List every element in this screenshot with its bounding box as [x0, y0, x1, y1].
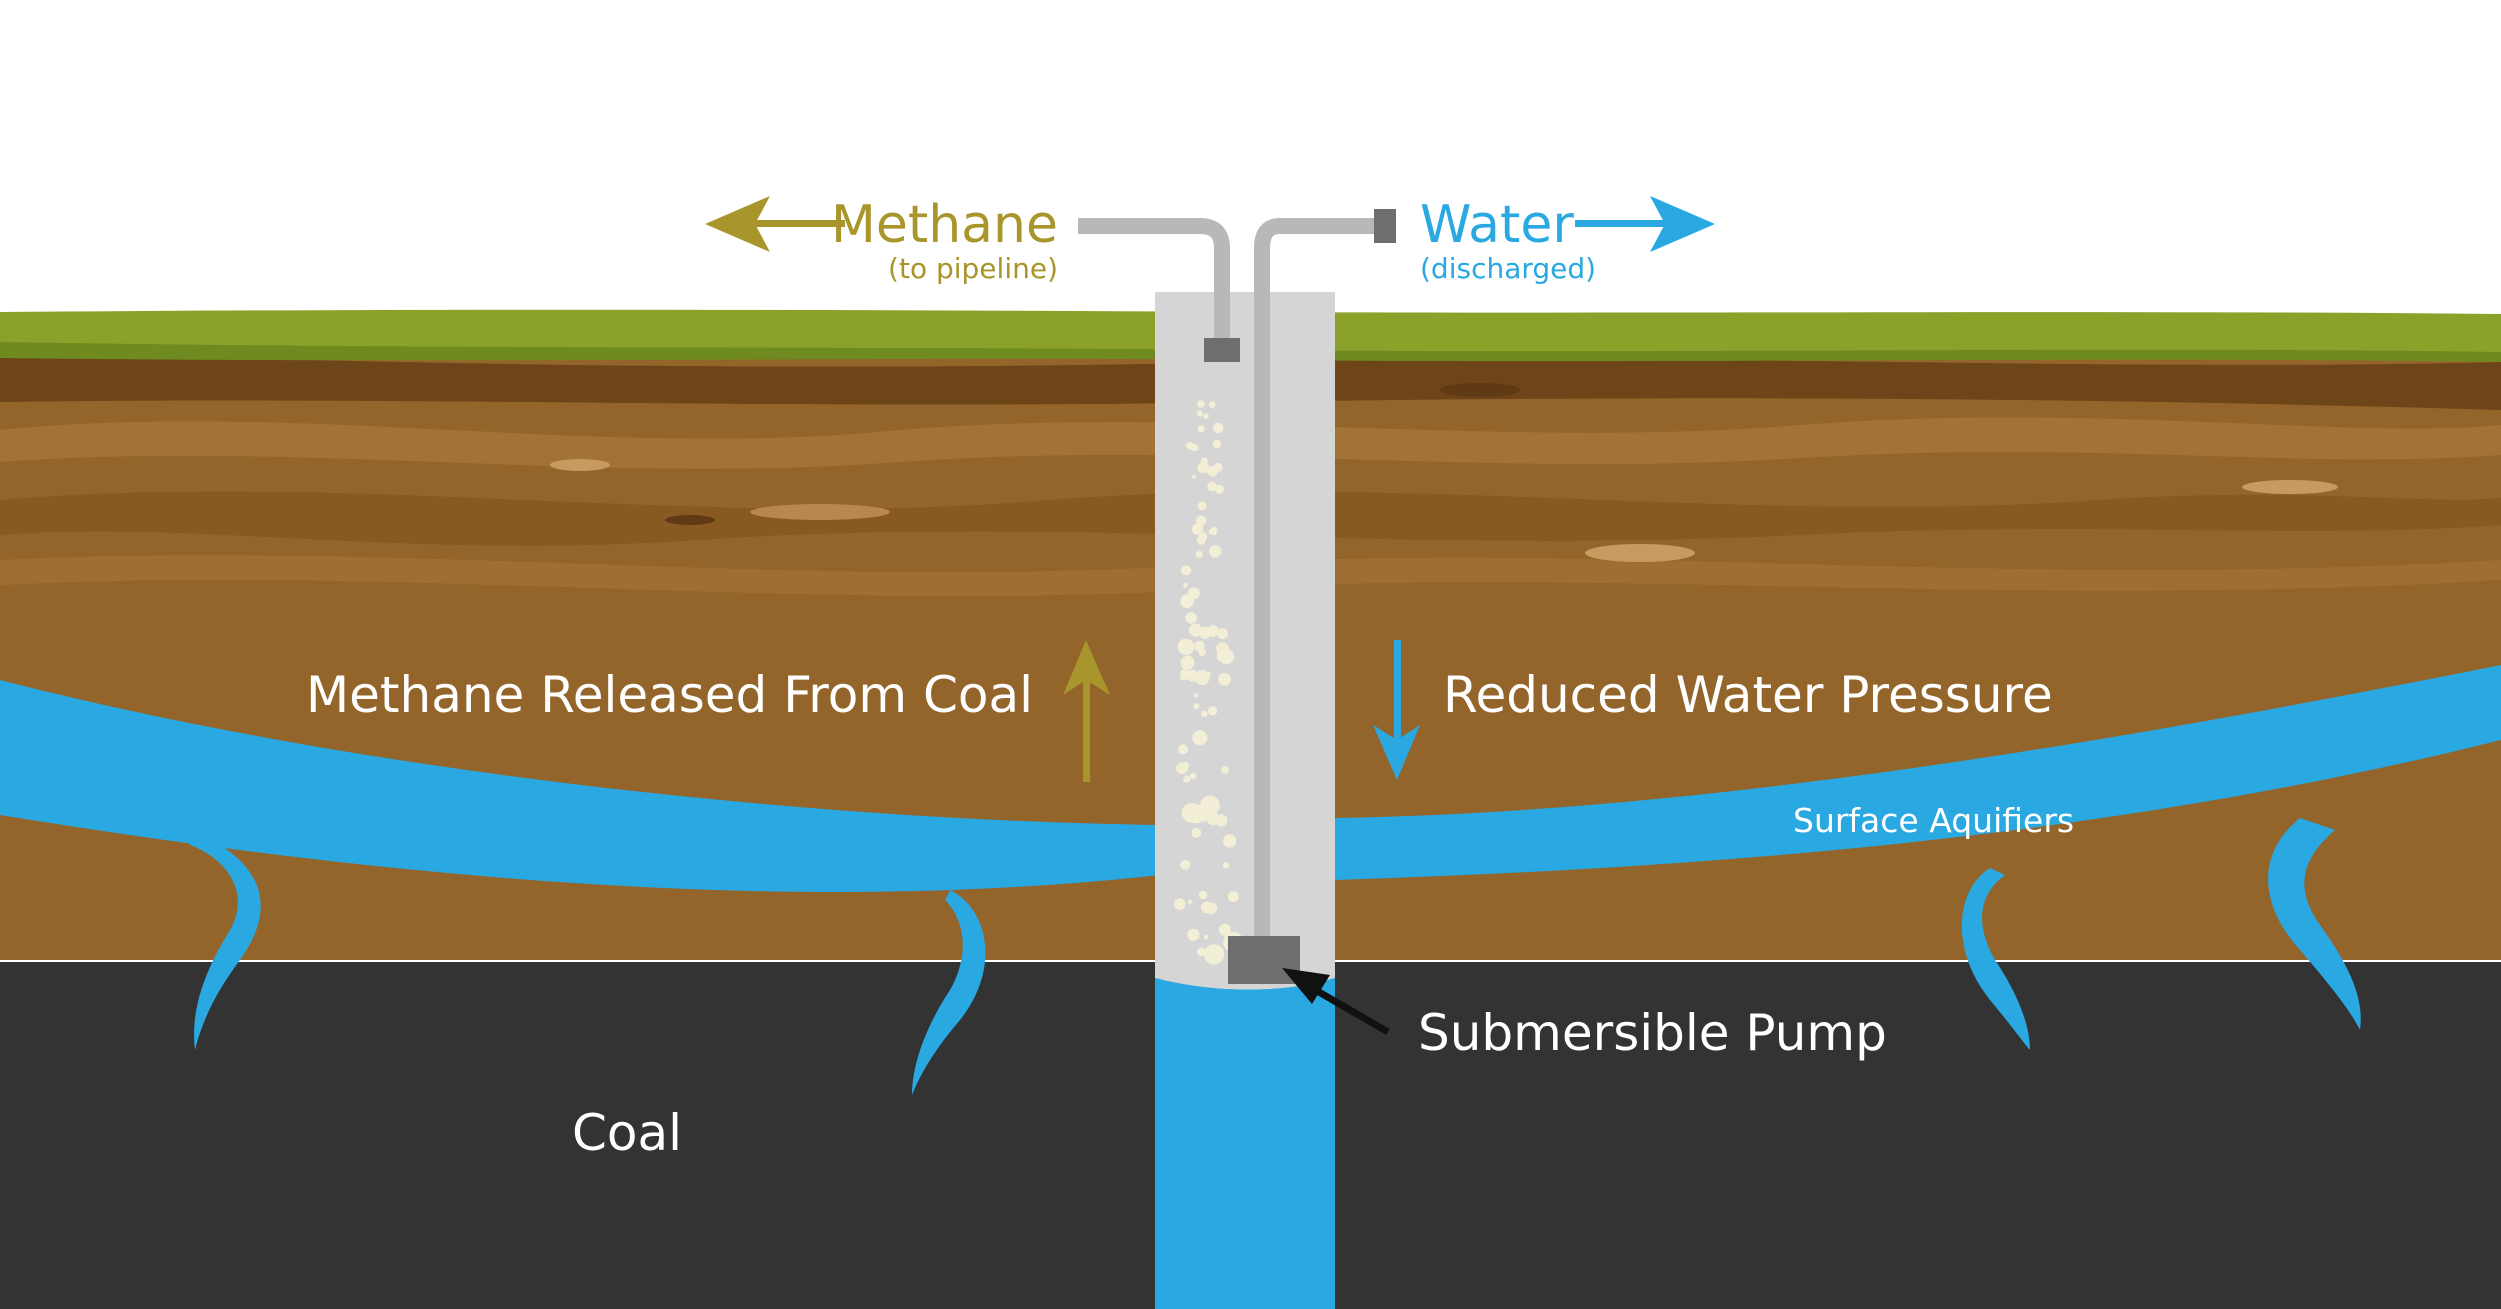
bubble — [1183, 775, 1191, 783]
aquifer-right — [1335, 665, 2501, 880]
bubble — [1200, 795, 1220, 816]
aquifer-drips — [190, 818, 2361, 1095]
bubble — [1189, 772, 1197, 780]
bubble — [1196, 410, 1203, 417]
bubble — [1197, 947, 1206, 957]
bubble — [1201, 710, 1208, 717]
bubble — [1192, 730, 1208, 746]
bubble — [1191, 474, 1196, 479]
bubble — [1196, 536, 1206, 545]
bubble — [1181, 761, 1190, 770]
bubble — [1217, 628, 1228, 639]
bubble — [1177, 638, 1194, 655]
bubble — [1218, 923, 1231, 936]
aquifer-left — [0, 680, 1160, 892]
bubble — [1187, 899, 1193, 905]
bubble — [1183, 582, 1188, 588]
borehole-water — [1155, 970, 1335, 1309]
submersible-pump — [1228, 936, 1300, 984]
bubble — [1205, 902, 1218, 914]
bubble — [1197, 400, 1205, 408]
bubble — [1214, 484, 1224, 494]
bubble — [1215, 814, 1228, 827]
bubble — [1222, 861, 1230, 869]
reduced-pressure-label: Reduced Water Pressure — [1443, 666, 2053, 724]
methane-bubbles — [1173, 400, 1244, 965]
bubble — [1203, 935, 1209, 940]
water-sublabel: (discharged) — [1420, 252, 1596, 285]
coal-label: Coal — [572, 1104, 682, 1162]
bubble — [1186, 669, 1199, 682]
bubble — [1227, 891, 1239, 903]
bubble — [1181, 565, 1192, 576]
arrow-left-icon — [705, 196, 845, 252]
surface-aquifers-label: Surface Aquifiers — [1793, 801, 2074, 840]
bubble — [1215, 441, 1222, 448]
bubble — [1223, 834, 1237, 848]
water-in-casing — [1155, 978, 1335, 1002]
bubble — [1173, 898, 1186, 910]
bubble — [1197, 501, 1207, 511]
bubble — [1216, 642, 1229, 655]
bubble — [1197, 425, 1205, 433]
bubble — [1196, 515, 1207, 526]
water-label: Water — [1420, 195, 1574, 255]
arrow-up-icon — [1063, 640, 1110, 782]
bubble — [1207, 481, 1217, 492]
methane-released-label: Methane Released From Coal — [306, 666, 1033, 724]
methane-pipe — [1078, 218, 1230, 345]
bubble — [1218, 672, 1231, 686]
bubble — [1194, 640, 1205, 652]
bubble — [1213, 422, 1224, 434]
bubble — [1188, 623, 1202, 637]
bubble — [1187, 587, 1200, 600]
bubble — [1198, 522, 1203, 528]
bubble — [1198, 890, 1208, 900]
bubble — [1180, 655, 1195, 670]
bubble — [1187, 928, 1200, 942]
bubble — [1208, 401, 1216, 409]
arrow-pointer-icon — [1282, 968, 1390, 1036]
submersible-pump-label: Submersible Pump — [1418, 1004, 1887, 1062]
arrow-right-icon — [1575, 196, 1715, 252]
bubble — [1198, 626, 1212, 639]
bubble — [1212, 951, 1220, 959]
methane-pipe-cap — [1204, 338, 1240, 362]
bubble — [1209, 545, 1222, 558]
arrow-down-icon — [1373, 640, 1420, 780]
bubble — [1221, 766, 1229, 774]
bubble — [1193, 703, 1200, 710]
bubble — [1180, 859, 1191, 870]
bubble — [1197, 461, 1209, 474]
water-pipe-valve — [1374, 209, 1396, 243]
bubble — [1203, 413, 1209, 420]
sky — [0, 0, 2501, 330]
water-pipe — [1254, 218, 1384, 940]
pipes — [1078, 218, 1384, 940]
bubble — [1194, 670, 1210, 685]
bubble — [1210, 527, 1218, 534]
methane-sublabel: (to pipeline) — [888, 252, 1058, 285]
bubble — [1178, 744, 1189, 755]
bubble — [1207, 706, 1218, 716]
methane-label: Methane — [831, 195, 1058, 255]
bubble — [1200, 457, 1208, 465]
bubble — [1193, 445, 1199, 451]
bubble — [1193, 693, 1198, 698]
bubble — [1195, 551, 1203, 559]
bubble — [1191, 827, 1202, 838]
bubble — [1185, 612, 1197, 624]
bubble — [1207, 466, 1218, 477]
